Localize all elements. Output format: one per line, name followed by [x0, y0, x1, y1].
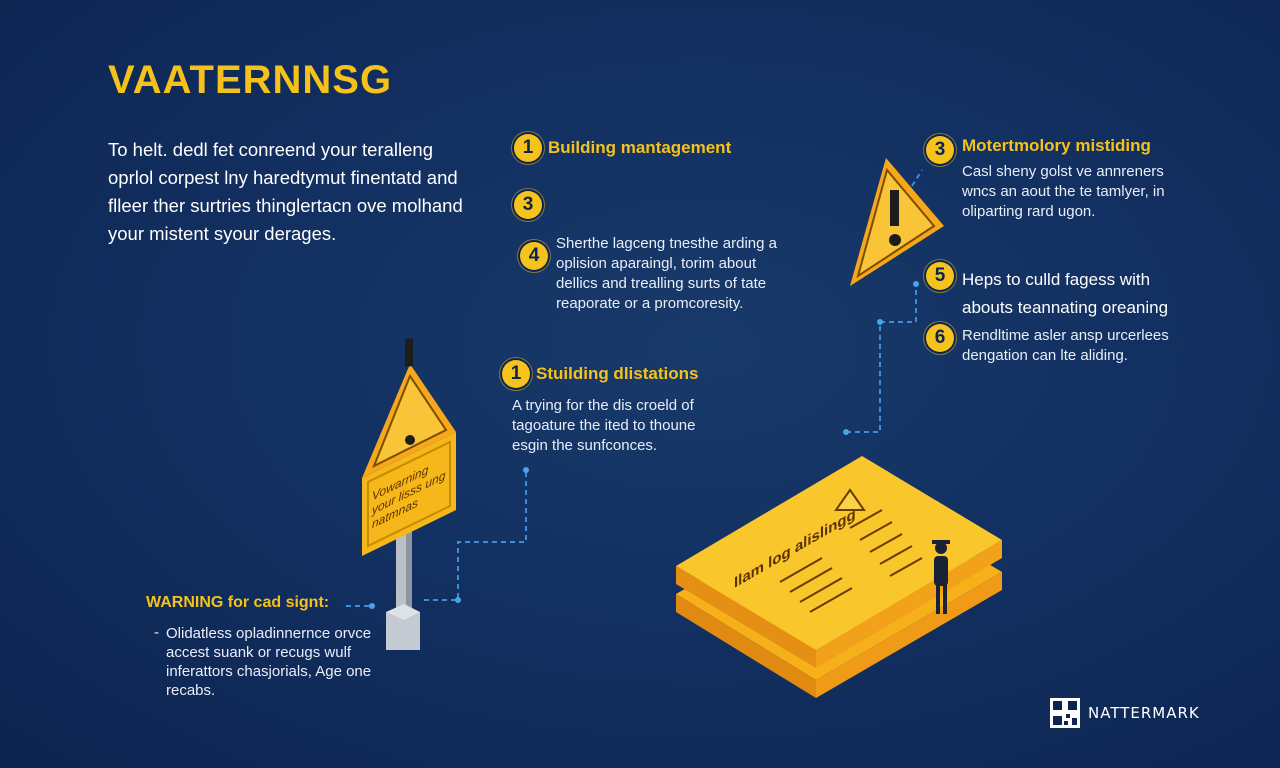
caption-bullet: - — [154, 624, 159, 641]
step-badge: 6 — [926, 324, 954, 352]
step-badge: 1 — [502, 360, 530, 388]
warning-sign-post — [362, 337, 456, 650]
step-heading: Stuilding dlistations — [536, 364, 699, 383]
page-title: VAATERNNSG — [108, 58, 393, 102]
qr-code-icon — [1050, 698, 1080, 728]
step-badge: 5 — [926, 262, 954, 290]
watermark: NATTERMARK — [1050, 698, 1200, 728]
step-badge: 4 — [520, 242, 548, 270]
warning-sign-large — [850, 158, 944, 286]
step-text: Rendltime asler ansp urcerlees dengation… — [962, 327, 1169, 364]
step-text: A trying for the dis croeld of tagoature… — [512, 397, 696, 454]
step-text: Sherthe lagceng tnesthe arding a oplisio… — [556, 235, 777, 312]
caption-text: Olidatless opladinnernce orvce accest su… — [166, 625, 372, 699]
step-heading: Heps to culld fagess with — [962, 270, 1151, 289]
step-text: Casl sheny golst ve annreners wncs an ao… — [962, 163, 1165, 220]
isometric-board — [676, 456, 1002, 698]
step-badge: 1 — [514, 134, 542, 162]
step-badge: 3 — [514, 191, 542, 219]
intro-paragraph: To helt. dedl fet conreend your terallen… — [108, 139, 463, 244]
step-heading: Motertmolory mistiding — [962, 136, 1151, 155]
caption-heading: WARNING for cad signt: — [146, 594, 330, 611]
step-badge: 3 — [926, 136, 954, 164]
step-subheading: abouts teannating oreaning — [962, 298, 1169, 317]
step-heading: Building mantagement — [548, 138, 732, 157]
watermark-text: NATTERMARK — [1088, 704, 1200, 722]
